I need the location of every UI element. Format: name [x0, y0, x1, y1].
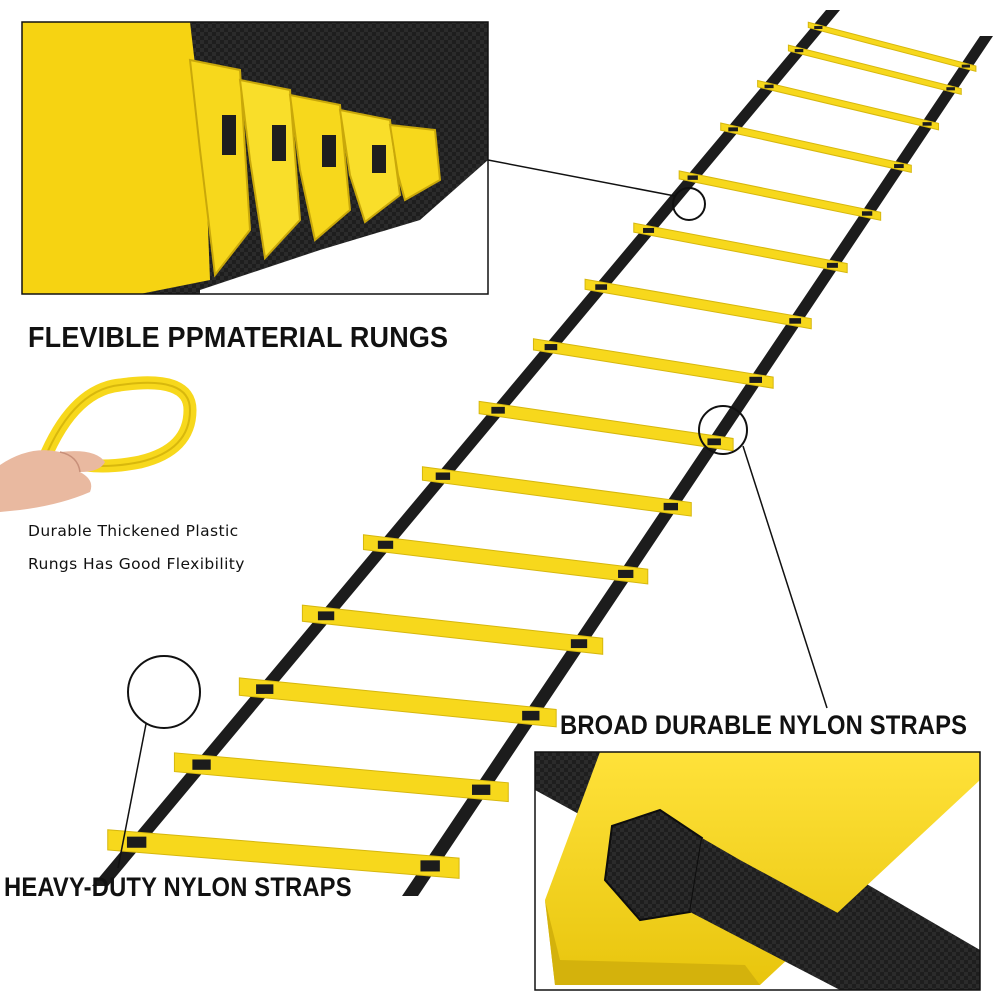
heavy-straps-heading: HEAVY-DUTY NYLON STRAPS — [4, 872, 352, 902]
ladder-rung — [584, 278, 812, 330]
rung-strap-slot — [749, 376, 763, 383]
rung-strap-slot — [794, 49, 804, 53]
rung-strap-slot — [317, 611, 335, 621]
rung-strap-slot — [522, 710, 540, 721]
rung-strap-slot — [814, 26, 823, 29]
rung-strap-slot — [826, 262, 838, 268]
durable-caption-line1: Durable Thickened Plastic — [28, 522, 239, 540]
strap-closeup-inset — [534, 751, 981, 991]
rung-strap-slot — [420, 860, 440, 872]
rung-closeup-inset — [21, 21, 489, 295]
ladder-rung — [301, 604, 604, 655]
ladder-rung — [678, 170, 882, 221]
ladder-rung — [421, 466, 692, 517]
ladder-rungs — [107, 21, 977, 879]
rung-strap-slot — [789, 318, 802, 324]
ladder-rung — [532, 338, 774, 389]
rung-strap-slot — [946, 87, 955, 91]
ladder-rung — [633, 222, 848, 274]
hand — [0, 450, 105, 512]
rung-strap-slot — [256, 684, 274, 694]
rung-strap-slot — [471, 784, 491, 795]
rungs-heading: FLEVIBLE PPMATERIAL RUNGS — [28, 322, 449, 354]
durable-caption-line2: Rungs Has Good Flexibility — [28, 555, 245, 573]
ladder-rung — [107, 829, 460, 879]
rung-strap-slot — [922, 122, 932, 126]
rung-strap-slot — [192, 759, 211, 770]
rung-strap-slot — [595, 284, 608, 290]
rung-strap-slot — [894, 164, 904, 169]
rung-strap-slot — [961, 64, 970, 68]
closeup-yellow-rung — [545, 752, 980, 985]
ladder-rung — [362, 534, 649, 585]
strap-callouts — [117, 405, 828, 869]
right-nylon-strap — [402, 36, 993, 896]
rung-strap-slot — [544, 344, 558, 351]
ladder-rung — [807, 21, 977, 73]
rung-strap-slot — [570, 639, 588, 649]
left-strap-callout-circle — [127, 655, 201, 729]
right-strap-callout-circle — [698, 405, 748, 455]
rung-strap-slot — [728, 127, 738, 132]
ladder-rung — [173, 752, 509, 803]
ladder-rung — [478, 400, 734, 452]
hand-bending-rung — [0, 376, 197, 512]
rung-strap-slot — [126, 836, 147, 848]
rung-strap-slot — [435, 472, 451, 480]
ladder-rung — [787, 44, 962, 95]
rung-strap-slot — [663, 502, 679, 511]
rung-strap-slot — [707, 438, 721, 446]
ladder-rung — [720, 122, 912, 174]
rung-strap-slot — [618, 569, 634, 578]
ladder-rung — [757, 79, 940, 131]
rung-callout-circle — [672, 187, 706, 221]
rung-strap-slot — [643, 227, 655, 233]
rung-strap-slot — [687, 175, 698, 180]
rung-strap-slot — [764, 84, 774, 89]
rung-strap-slot — [861, 211, 873, 216]
rung-strap-slot — [491, 406, 505, 414]
rung-strap-slot — [377, 540, 394, 549]
stacked-rung-clips — [22, 22, 442, 294]
rung-callout — [487, 159, 706, 221]
ladder-rung — [238, 677, 557, 728]
broad-straps-heading: BROAD DURABLE NYLON STRAPS — [560, 710, 968, 740]
